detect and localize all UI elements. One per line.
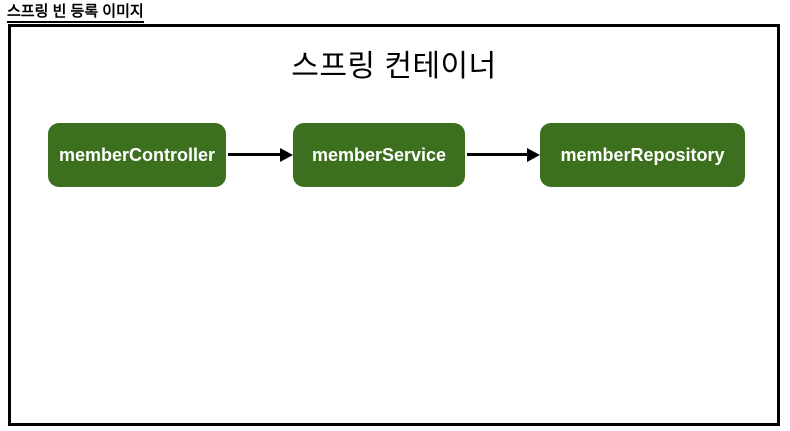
diagram-caption: 스프링 빈 등록 이미지 <box>7 2 144 23</box>
bean-label: memberRepository <box>560 144 725 165</box>
container-title: 스프링 컨테이너 <box>291 50 497 83</box>
arrow-icon <box>467 153 528 156</box>
arrowhead-icon <box>280 148 293 162</box>
bean-label: memberController <box>58 144 216 165</box>
arrow-icon <box>228 153 281 156</box>
bean-member-service: memberService <box>293 123 465 187</box>
spring-container: 스프링 컨테이너 memberController memberService … <box>8 24 780 426</box>
bean-member-controller: memberController <box>48 123 226 187</box>
bean-label: memberService <box>311 144 447 165</box>
bean-member-repository: memberRepository <box>540 123 745 187</box>
arrowhead-icon <box>527 148 540 162</box>
